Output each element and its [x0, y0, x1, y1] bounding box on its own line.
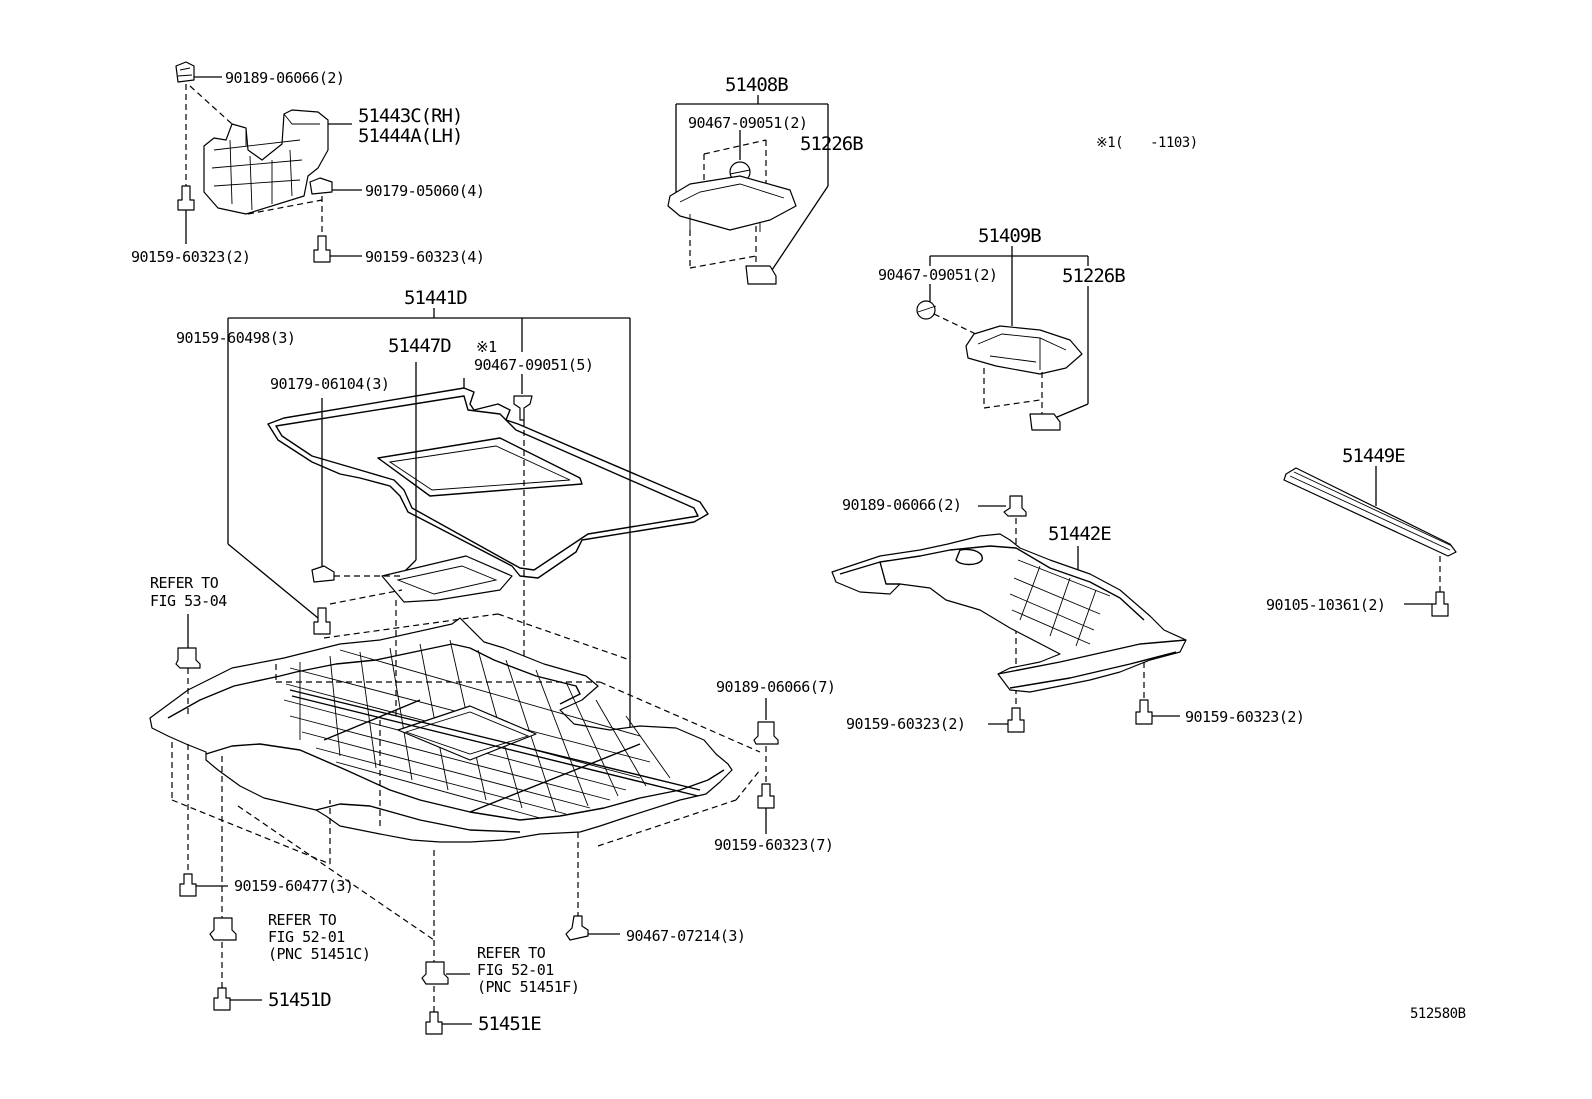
bolt-51451D	[213, 987, 231, 1011]
under-cover-51441D	[149, 308, 761, 962]
label-90467-07214: 90467-07214(3)	[626, 927, 746, 945]
bolt-90159-60323-b	[1007, 707, 1025, 733]
label-90467-09051-5: 90467-09051(5)	[474, 356, 594, 374]
cover-51443C	[203, 109, 329, 215]
clip-90467-07214	[565, 915, 589, 941]
label-refer-c-c: (PNC 51451C)	[268, 945, 371, 963]
label-note-mark: ※1	[476, 338, 497, 356]
label-51408B: 51408B	[725, 74, 789, 96]
label-refer-5304-b: FIG 53-04	[150, 592, 227, 610]
bolt-90159-60323-left	[177, 185, 195, 211]
bolt-90105-10361	[1431, 591, 1449, 617]
label-90189-06066-2b: 90189-06066(2)	[842, 496, 962, 514]
bolt-90159-60323-7	[757, 783, 775, 809]
bottom-fasteners	[179, 873, 620, 1035]
nut-90179-06104	[311, 565, 335, 583]
label-51409B: 51409B	[978, 225, 1042, 247]
bolt-90159-60323-c	[1135, 699, 1153, 725]
clip-90467-09051-c	[513, 395, 533, 421]
fastener-stack-7	[753, 698, 779, 834]
bar-51449E	[1283, 466, 1457, 617]
label-refer-f-a: REFER TO	[477, 944, 546, 962]
label-51443C: 51443C(RH)	[358, 105, 463, 127]
clip-51226B-b	[1029, 413, 1061, 431]
label-90467-09051-2a: 90467-09051(2)	[688, 114, 808, 132]
label-90159-60323-2b: 90159-60323(2)	[846, 715, 966, 733]
label-90189-06066-7: 90189-06066(7)	[716, 678, 836, 696]
clip-90189-06066-top	[175, 61, 195, 83]
label-figure-id: 512580B	[1410, 1006, 1466, 1022]
label-51451E: 51451E	[478, 1013, 542, 1035]
label-51447D: 51447D	[388, 335, 452, 357]
label-90105-10361: 90105-10361(2)	[1266, 596, 1386, 614]
clip-90189-06066-b	[1003, 495, 1027, 517]
clip-90189-06066-7	[753, 721, 779, 745]
bolt-90159-60498	[313, 607, 331, 635]
label-90159-60323-2c: 90159-60323(2)	[1185, 708, 1305, 726]
clip-refer-52-01-c	[209, 917, 237, 941]
label-90467-09051-2b: 90467-09051(2)	[878, 266, 998, 284]
label-90159-60498: 90159-60498(3)	[176, 329, 296, 347]
label-90159-60323-7: 90159-60323(7)	[714, 836, 834, 854]
clip-refer-53-04	[175, 647, 201, 669]
label-51451D: 51451D	[268, 989, 332, 1011]
side-cover-assembly	[175, 61, 362, 263]
label-refer-c-b: FIG 52-01	[268, 928, 345, 946]
bracket-51408B	[667, 95, 829, 285]
bolt-90159-60477	[179, 873, 197, 897]
label-90159-60477: 90159-60477(3)	[234, 877, 354, 895]
label-note-range: ※1( -1103)	[1096, 135, 1198, 151]
label-refer-f-b: FIG 52-01	[477, 961, 554, 979]
bolt-90159-60323-right	[313, 235, 331, 263]
label-51444A: 51444A(LH)	[358, 125, 463, 147]
label-refer-f-c: (PNC 51451F)	[477, 978, 580, 996]
nut-90179-05060	[309, 177, 333, 195]
label-51449E: 51449E	[1342, 445, 1406, 467]
label-90189-06066-top: 90189-06066(2)	[225, 69, 345, 87]
label-90179-05060: 90179-05060(4)	[365, 182, 485, 200]
label-90159-60323-2a: 90159-60323(2)	[131, 248, 251, 266]
label-90159-60323-4: 90159-60323(4)	[365, 248, 485, 266]
label-51442E: 51442E	[1048, 523, 1112, 545]
clip-refer-52-01-f	[421, 961, 449, 985]
label-refer-5304-a: REFER TO	[150, 574, 219, 592]
bracket-51409B	[916, 246, 1089, 431]
bolt-51451E	[425, 1011, 443, 1035]
label-90179-06104: 90179-06104(3)	[270, 375, 390, 393]
clip-90467-09051-b	[916, 300, 937, 320]
clip-51226B-a	[745, 265, 777, 285]
label-refer-c-a: REFER TO	[268, 911, 337, 929]
label-51226B-b: 51226B	[1062, 265, 1126, 287]
cover-51442E	[831, 495, 1187, 733]
label-51441D: 51441D	[404, 287, 468, 309]
label-51226B-a: 51226B	[800, 133, 864, 155]
